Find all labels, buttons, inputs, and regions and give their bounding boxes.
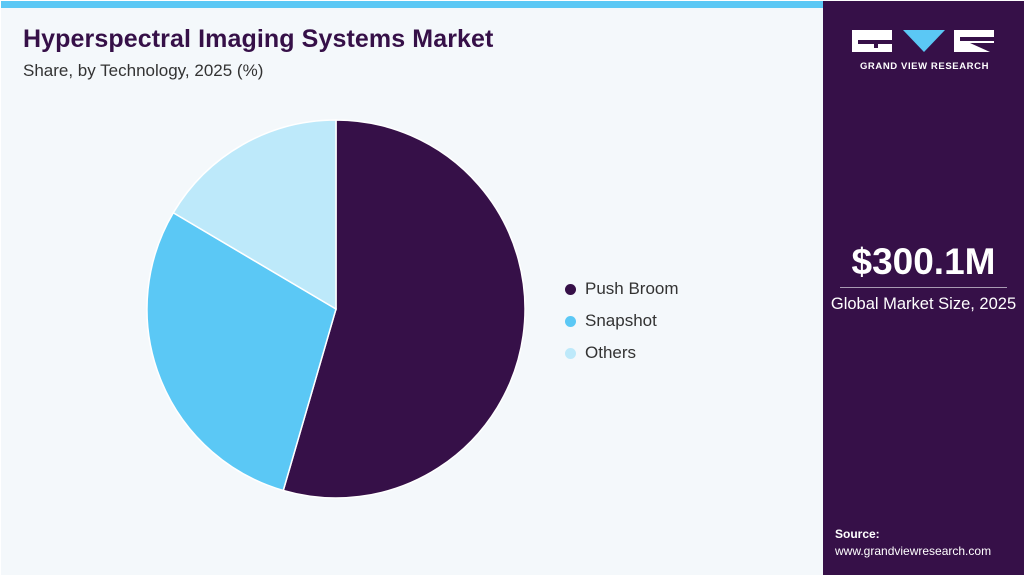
chart-title: Hyperspectral Imaging Systems Market [23,25,494,53]
sidebar: GRAND VIEW RESEARCH $300.1M Global Marke… [823,1,1024,575]
source-label: Source: [835,527,880,541]
legend-item-push-broom: Push Broom [565,273,679,305]
legend-label-others: Others [585,343,637,362]
legend-item-others: Others [565,337,679,369]
market-size-caption: Global Market Size, 2025 [830,295,1017,313]
legend-item-snapshot: Snapshot [565,305,679,337]
pie-slice-others [172,119,337,311]
legend-swatch-snapshot [565,315,576,327]
pie-chart-area [131,113,541,509]
grand-view-research-logo: GRAND VIEW RESEARCH [852,28,997,76]
source-url: www.grandviewresearch.com [835,544,992,558]
legend-swatch-others [565,347,576,359]
chart-panel: Hyperspectral Imaging Systems Market Sha… [1,1,823,575]
legend-label-snapshot: Snapshot [585,311,657,330]
pie-slice-push-broom [282,119,526,499]
chart-subtitle: Share, by Technology, 2025 (%) [23,61,264,80]
legend-swatch-push-broom [565,283,576,295]
market-size-value: $300.1M [851,241,996,282]
pie-slice-snapshot [146,211,337,492]
gvr-logo-icon [852,30,994,52]
value-divider [840,287,1007,288]
legend-label-push-broom: Push Broom [585,279,679,298]
top-accent-bar [1,1,823,8]
logo-text: GRAND VIEW RESEARCH [859,61,990,72]
pie-chart [146,119,526,499]
